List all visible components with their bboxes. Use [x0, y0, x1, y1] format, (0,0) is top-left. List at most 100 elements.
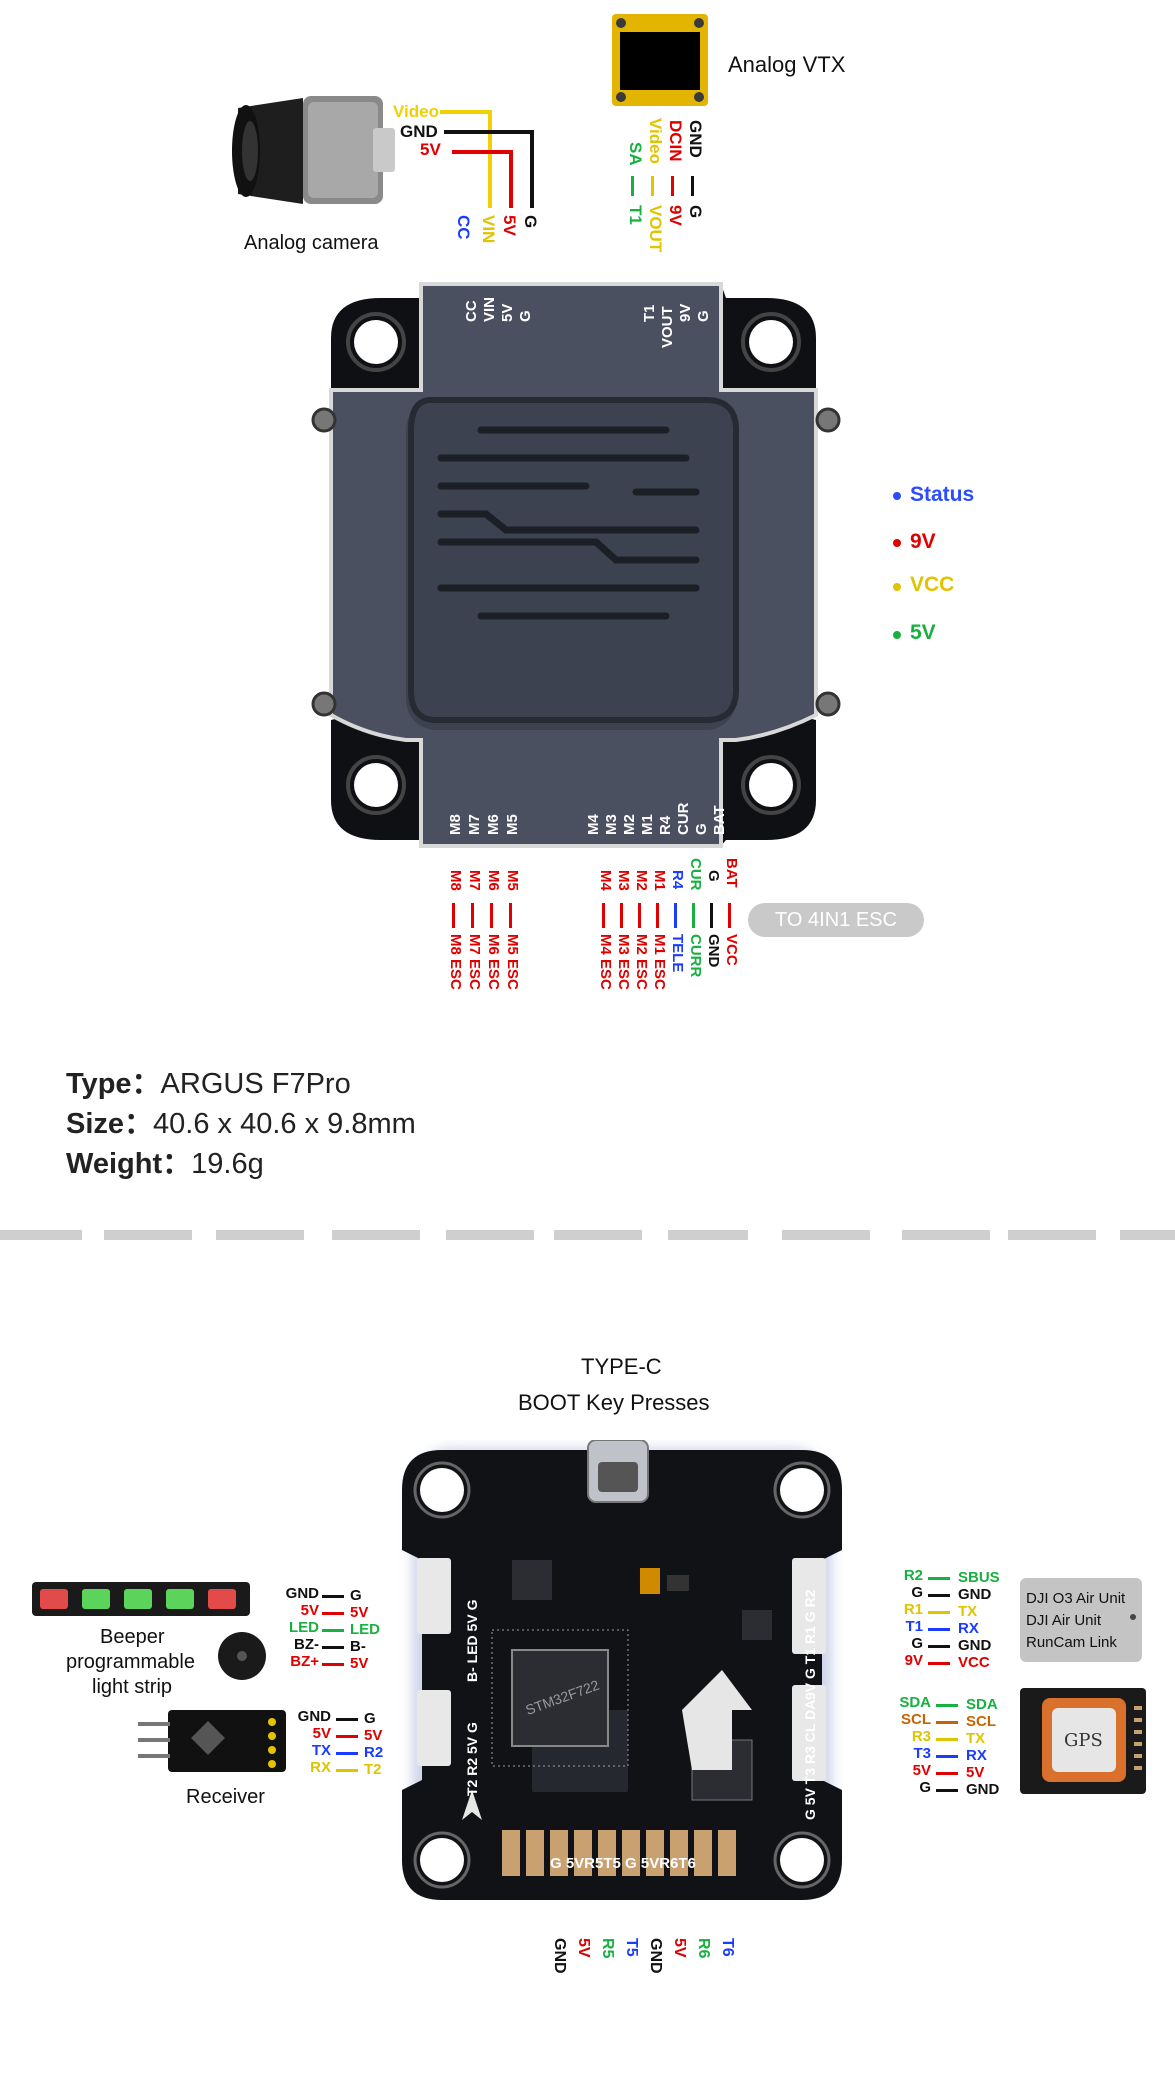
- left-top-a-0: GND: [285, 1585, 319, 1602]
- spec-size-value: 40.6 x 40.6 x 9.8mm: [153, 1108, 416, 1140]
- spec-weight: Weight：19.6g: [66, 1140, 264, 1182]
- led-vcc-label: VCC: [910, 573, 955, 596]
- motor-m7-label: M7 ESC: [466, 934, 483, 990]
- pad-5v-2: 5V: [671, 1938, 688, 1958]
- camera-wire-gnd: GND: [400, 122, 438, 141]
- right-bot-b-2: TX: [966, 1730, 986, 1747]
- vtx-pin-g: G: [686, 205, 705, 219]
- pad-t5: T5: [623, 1938, 640, 1957]
- camera-pin-5v: 5V: [500, 215, 519, 236]
- right-bot-a-4: 5V: [912, 1762, 931, 1779]
- vtx-pin-9v: 9V: [666, 205, 685, 226]
- left-bot-a-1: 5V: [312, 1725, 331, 1742]
- right-top-b-1: GND: [958, 1586, 992, 1603]
- led-9v-label: 9V: [910, 530, 936, 553]
- led-vcc-dot: [893, 583, 901, 591]
- esc-m2-pin: M2: [633, 870, 650, 891]
- left-top-a-3: BZ-: [294, 1636, 319, 1653]
- camera-pin-g: G: [521, 215, 540, 229]
- esc-curr-label: CURR: [687, 934, 704, 978]
- board-pin-5v: 5V: [499, 303, 516, 322]
- right-bot-b-0: SDA: [966, 1696, 998, 1713]
- right-top-a-0: R2: [903, 1567, 923, 1584]
- board-pin-g1: G: [517, 310, 534, 322]
- right-top-b-4: GND: [958, 1637, 992, 1654]
- motor-m6-label: M6 ESC: [485, 934, 502, 990]
- led-5v-label: 5V: [910, 621, 936, 644]
- beeper-image: [218, 1632, 266, 1680]
- spec-type: Type：ARGUS F7Pro: [66, 1060, 351, 1102]
- type-c-label: TYPE-C: [581, 1354, 662, 1379]
- spec-weight-label: Weight：: [66, 1148, 192, 1180]
- left-bot-a-3: RX: [310, 1759, 331, 1776]
- esc-m3-pin: M3: [615, 870, 632, 891]
- left-top-b-4: 5V: [350, 1655, 369, 1672]
- left-bot-b-0: G: [364, 1710, 376, 1727]
- board-pin-r4: R4: [657, 815, 674, 835]
- left-top-b-0: G: [350, 1587, 362, 1604]
- right-top-a-1: G: [911, 1584, 923, 1601]
- board-right-bottom-pins: G 5V T3 R3 CL DA: [802, 1699, 818, 1820]
- dji-line-3: RunCam Link: [1026, 1634, 1117, 1651]
- motor-m7-pin: M7: [466, 870, 483, 891]
- camera-wire-5v: 5V: [420, 140, 441, 159]
- right-bot-a-1: SCL: [901, 1711, 931, 1728]
- led-strip-caption-2: programmable: [66, 1651, 195, 1673]
- board-pin-cur: CUR: [675, 802, 692, 836]
- led-5v-dot: [893, 631, 901, 639]
- esc-m4-label: M4 ESC: [597, 934, 614, 990]
- esc-m4-pin: M4: [597, 870, 614, 891]
- esc-r4-pin: R4: [669, 870, 686, 890]
- right-bot-a-3: T3: [913, 1745, 931, 1762]
- board-pin-g3: G: [693, 823, 710, 835]
- motor-m5-label: M5 ESC: [504, 934, 521, 990]
- esc-m1-label: M1 ESC: [651, 934, 668, 990]
- pad-r6: R6: [695, 1938, 712, 1959]
- board-pin-t1: T1: [641, 304, 658, 322]
- esc-bat-pin: BAT: [723, 858, 740, 888]
- right-top-a-3: T1: [905, 1618, 923, 1635]
- left-bot-a-0: GND: [297, 1708, 331, 1725]
- board-pin-9v: 9V: [677, 303, 694, 322]
- pad-gnd-2: GND: [647, 1938, 664, 1974]
- receiver-image: [138, 1710, 286, 1772]
- left-bot-b-3: T2: [364, 1761, 382, 1778]
- board-bottom-pads: G 5VR5T5 G 5VR6T6: [550, 1855, 696, 1872]
- flight-controller-top-view: [311, 282, 841, 848]
- pad-t6: T6: [719, 1938, 736, 1957]
- left-top-b-3: B-: [350, 1638, 366, 1655]
- dji-line-2: DJI Air Unit: [1026, 1612, 1102, 1629]
- vtx-label: Analog VTX: [728, 52, 846, 77]
- gps-module-image: GPS: [1020, 1688, 1146, 1794]
- board-pin-m5: M5: [504, 814, 521, 835]
- vtx-pin-t1: T1: [626, 205, 645, 225]
- right-top-a-2: R1: [903, 1601, 923, 1618]
- esc-cur-pin: CUR: [687, 858, 704, 891]
- esc-tele-label: TELE: [669, 934, 686, 973]
- vtx-module: [612, 14, 708, 106]
- esc-m3-label: M3 ESC: [615, 934, 632, 990]
- board-pin-m7: M7: [466, 814, 483, 835]
- camera-label: Analog camera: [244, 232, 379, 254]
- right-bot-b-4: 5V: [966, 1764, 985, 1781]
- spec-type-label: Type：: [66, 1068, 161, 1100]
- led-status-dot: [893, 492, 901, 500]
- left-top-a-1: 5V: [300, 1602, 319, 1619]
- camera-wire-lines: [440, 110, 534, 208]
- spec-type-value: ARGUS F7Pro: [160, 1068, 351, 1100]
- board-pin-m4: M4: [585, 814, 602, 835]
- right-top-b-5: VCC: [958, 1654, 990, 1671]
- right-top-a-5: 9V: [904, 1652, 923, 1669]
- spec-size: Size：40.6 x 40.6 x 9.8mm: [66, 1100, 416, 1142]
- dji-air-unit-image: DJI O3 Air Unit DJI Air Unit RunCam Link: [1020, 1578, 1142, 1662]
- camera-wire-video: Video: [393, 102, 439, 121]
- led-strip-image: [32, 1582, 250, 1616]
- analog-camera-image: [232, 96, 395, 204]
- camera-pin-cc: CC: [454, 215, 473, 240]
- left-top-b-2: LED: [350, 1621, 380, 1638]
- left-bot-a-2: TX: [311, 1742, 331, 1759]
- right-bot-b-5: GND: [966, 1781, 1000, 1798]
- board-pin-m1: M1: [639, 814, 656, 835]
- left-top-a-2: LED: [289, 1619, 319, 1636]
- board-right-top-pins: 9V G T1 R1 G R2: [802, 1589, 818, 1700]
